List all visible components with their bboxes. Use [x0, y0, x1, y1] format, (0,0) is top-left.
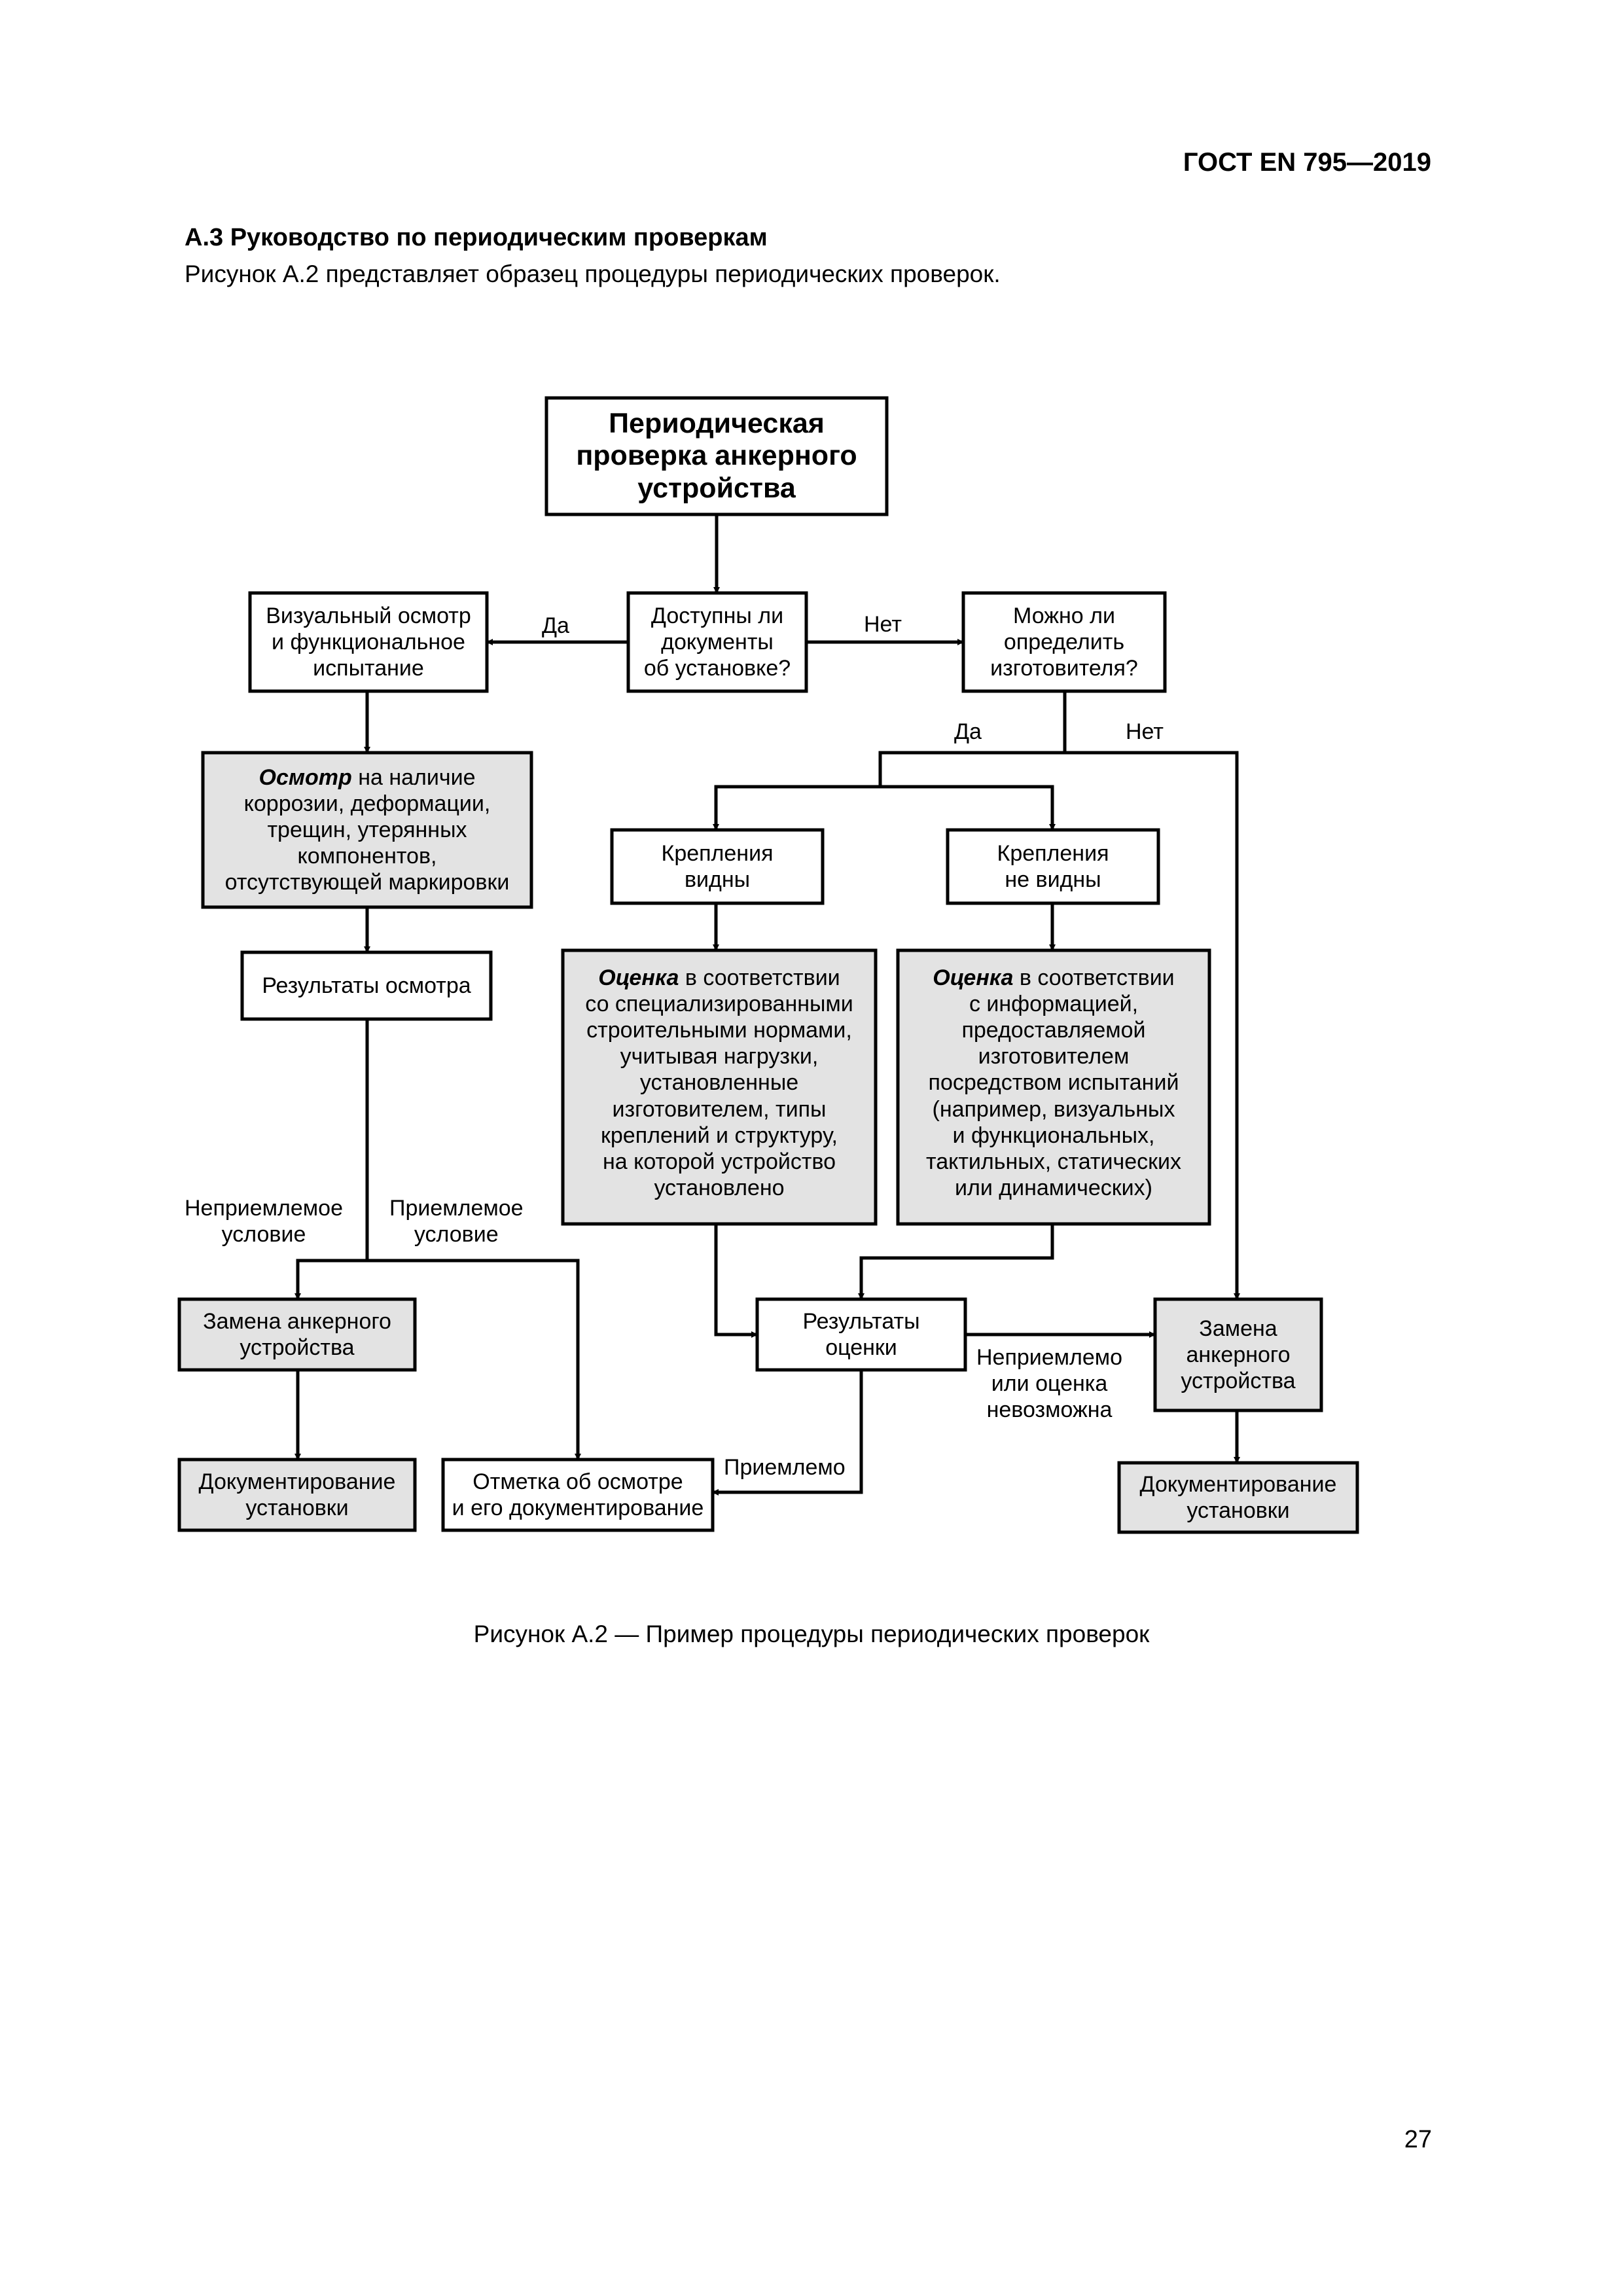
inspection-node: Осмотр на наличие коррозии, деформации,т… [224, 764, 510, 895]
assess-manufacturer-box [896, 948, 1211, 1226]
label-no: Нет [864, 612, 902, 637]
label-yes-identify: Да [954, 719, 982, 744]
inspection-results-box [240, 950, 493, 1021]
inspection-results-node: Результаты осмотра [262, 973, 471, 998]
assess-emphasis: Оценка [598, 965, 679, 990]
arrow-results-acceptable [712, 1370, 863, 1496]
label-yes: Да [542, 613, 569, 638]
label-acceptable: Приемлемо [724, 1455, 846, 1480]
arrow-assess-codes-to-results [714, 1224, 758, 1338]
figure-caption: Рисунок А.2 — Пример процедуры периодиче… [473, 1621, 1150, 1647]
arrow-to-replace-left [294, 1259, 367, 1300]
line-yes-branch [878, 751, 1065, 787]
arrow-to-not-visible [880, 785, 1056, 831]
document-code: ГОСТ EN 795—2019 [1183, 148, 1431, 177]
arrow-to-mark-document [367, 1259, 581, 1460]
inspection-emphasis: Осмотр [259, 764, 352, 790]
document-left-box [177, 1458, 417, 1532]
assess-manufacturer-node: Оценка в соответствии с информацией,пред… [926, 965, 1181, 1200]
assess-emphasis: Оценка [933, 965, 1014, 990]
section-heading: А.3 Руководство по периодическим проверк… [185, 224, 768, 251]
section-text: Рисунок А.2 представляет образец процеду… [185, 260, 1001, 287]
assess-codes-box [561, 948, 878, 1226]
mark-document-box [441, 1458, 715, 1532]
page-number: 27 [1404, 2126, 1432, 2153]
arrow-assess-manuf-to-results [858, 1224, 1054, 1300]
arrow-to-visible [713, 785, 880, 831]
start-box [544, 396, 889, 516]
label-no-identify: Нет [1126, 719, 1164, 744]
assess-codes-node: Оценка в соответствии со специализирован… [585, 965, 853, 1200]
arrow-no-to-replace-right [1065, 751, 1240, 1300]
